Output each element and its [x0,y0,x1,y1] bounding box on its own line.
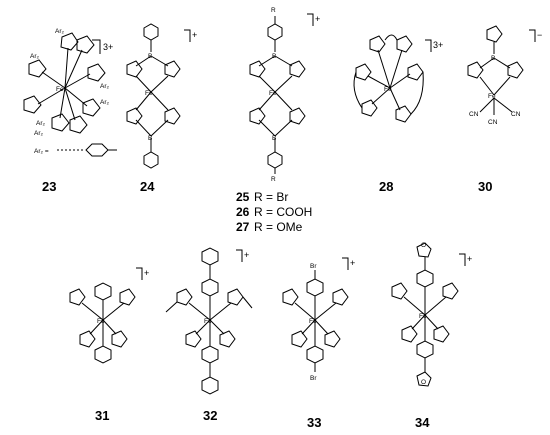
compound-31-structure [69,267,143,364]
ar2-label: Ar₂ [100,83,110,90]
compound-label-31: 31 [95,408,109,423]
compound-label-30: 30 [478,179,492,194]
charge-30: − [537,30,542,40]
compound-30-structure [467,25,536,115]
cn-ligand: CN [511,111,521,118]
r-substituent: R [271,176,276,183]
compound-label-33: 33 [307,415,321,430]
ar2-label: Ar₂ [34,130,44,137]
fe-atom-31: Fe [97,318,105,325]
compound-33-structure [282,257,349,372]
r-definition-26: R = COOH [254,205,312,219]
compound-label-26: 26 [236,205,250,219]
ar2-label: Ar₂ [30,53,40,60]
boron-atom: B [148,53,152,60]
compound-34-structure [391,242,466,387]
boron-atom: B [272,135,276,142]
charge-23: 3+ [103,42,113,52]
compound-label-23: 23 [42,179,56,194]
ar2-definition: Ar₂ = [34,148,49,155]
fe-atom-33: Fe [309,318,317,325]
compound-label-27: 27 [236,220,250,234]
compound-label-32: 32 [203,408,217,423]
ar2-label: Ar₂ [100,99,110,106]
compound-32-structure [165,247,253,395]
boron-atom: B [272,53,276,60]
ar2-label: Ar₂ [55,28,65,35]
compound-25-structure [249,13,314,174]
charge-24: + [192,30,197,40]
r-definition-27: R = OMe [254,220,303,234]
charge-33: + [350,258,355,268]
charge-28: 3+ [433,40,443,50]
fe-atom-24: Fe [145,90,153,97]
bromo-substituent: Br [310,375,317,382]
compound-label-25: 25 [236,190,250,204]
compound-23-structure [23,32,117,157]
fe-atom-23: Fe [56,86,64,93]
fe-atom-28: Fe [384,86,392,93]
cn-ligand: CN [488,119,498,126]
boron-atom: B [148,135,152,142]
fe-atom-34: Fe [419,313,427,320]
ar2-label: Ar₂ [36,120,46,127]
r-substituent: R [271,7,276,14]
furan-oxygen: O [421,242,426,249]
compound-label-24: 24 [140,179,155,194]
compound-28-structure [353,34,432,123]
compound-label-34: 34 [415,415,430,430]
charge-34: + [467,254,472,264]
fe-atom-25: Fe [269,90,277,97]
charge-25: + [315,14,320,24]
charge-32: + [244,250,249,260]
compound-24-structure [126,23,191,169]
cn-ligand: CN [469,111,479,118]
r-definition-25: R = Br [254,190,288,204]
furan-oxygen: O [421,379,426,386]
charge-31: + [144,268,149,278]
fe-atom-30: Fe [488,93,496,100]
compound-label-28: 28 [379,179,393,194]
boron-atom: B [491,55,495,62]
fe-atom-32: Fe [204,318,212,325]
bromo-substituent: Br [310,263,317,270]
